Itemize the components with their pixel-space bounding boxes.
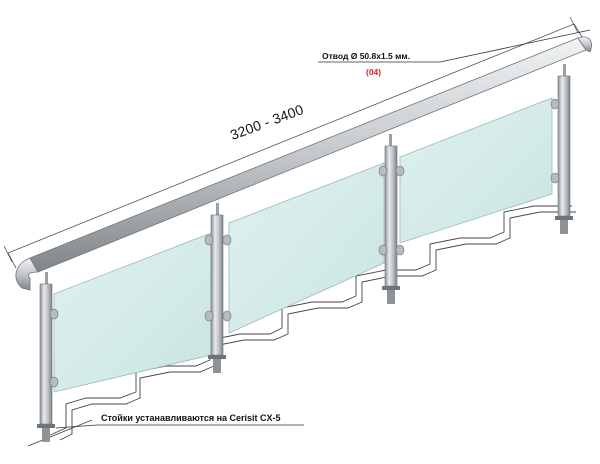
- post-1-foot: [42, 428, 50, 442]
- elbow-callout-label: Отвод Ø 50.8x1.5 мм.: [322, 51, 411, 61]
- post-2-body: [210, 214, 224, 356]
- dimension-tick-right: [569, 16, 579, 34]
- post-4-body: [557, 75, 571, 217]
- post-note-leader-arrow: [55, 424, 98, 429]
- post-2-clamp-left-top: [204, 234, 214, 246]
- post-1-base: [37, 424, 55, 428]
- post-3: [378, 134, 405, 304]
- post-4-clamp-top: [550, 98, 560, 110]
- post-1: [37, 272, 59, 442]
- post-1-clamp-bottom: [49, 376, 59, 388]
- glass-panels: [53, 97, 553, 393]
- posts-installation-note: Стойки устанавливаются на Cerisit CX-5: [101, 413, 281, 423]
- post-1-clamp-top: [49, 308, 59, 320]
- stair-line-back: [59, 211, 576, 441]
- post-4-foot: [560, 220, 568, 234]
- glass-panel-2: [228, 162, 385, 334]
- post-2-clamp-left-bottom: [204, 310, 214, 322]
- stair-line-base: [27, 419, 93, 447]
- dimension-extension-left: [7, 252, 17, 269]
- glass-panel-3: [399, 97, 553, 244]
- post-4-clamp-bottom: [550, 172, 560, 184]
- post-3-top-pin: [389, 134, 392, 146]
- dimension-line: [7, 23, 575, 254]
- post-4-base: [555, 216, 573, 220]
- handrail: [15, 36, 592, 291]
- post-2-top-pin: [216, 203, 219, 215]
- post-3-base: [382, 286, 400, 290]
- post-2-clamp-right-bottom: [222, 310, 232, 322]
- elbow-leader-arrow: [439, 29, 591, 63]
- dimension-tick-left: [3, 245, 13, 263]
- span-dimension: [3, 16, 585, 269]
- post-4-top-pin: [563, 64, 566, 76]
- handrail-elbow-right: [577, 36, 592, 53]
- post-3-clamp-left-top: [378, 165, 388, 177]
- post-3-foot: [387, 290, 395, 304]
- post-4: [550, 64, 573, 234]
- post-1-body: [39, 283, 53, 425]
- post-2: [204, 203, 232, 373]
- post-2-foot: [213, 359, 221, 373]
- post-3-clamp-right-top: [395, 165, 405, 177]
- glass-panel-1: [53, 232, 212, 393]
- post-3-body: [384, 145, 398, 287]
- posts: [37, 64, 573, 442]
- post-2-clamp-right-top: [222, 234, 232, 246]
- handrail-elbow-left: [15, 257, 39, 291]
- post-3-clamp-right-bottom: [395, 244, 405, 256]
- post-1-top-pin: [45, 272, 48, 284]
- callout-leaders: [55, 29, 591, 429]
- post-2-base: [208, 355, 226, 359]
- post-3-clamp-left-bottom: [378, 244, 388, 256]
- elbow-callout-code: (04): [366, 67, 382, 77]
